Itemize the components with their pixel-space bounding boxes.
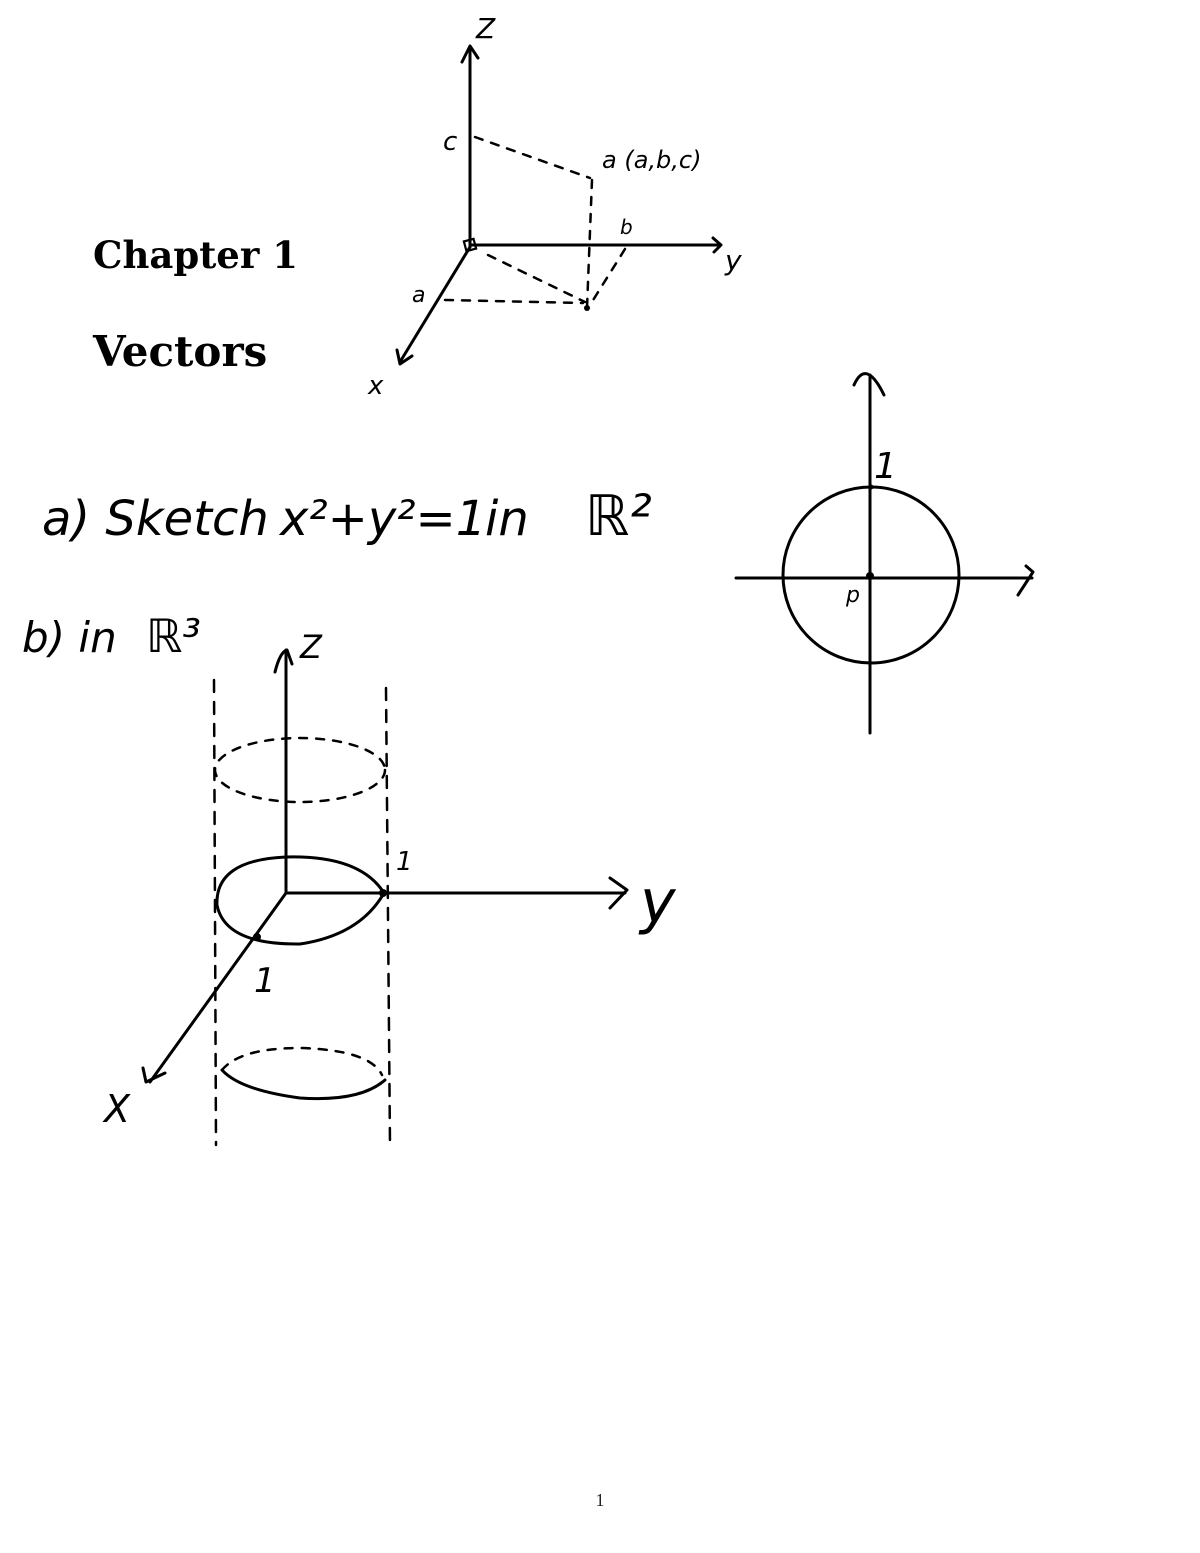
problem-a-label: a) Sketch [42, 491, 269, 547]
chapter-title: Chapter 1 [93, 233, 298, 277]
cylinder-left-edge [212, 678, 218, 1147]
tick-label-one: 1 [874, 446, 897, 487]
top-cross-section [213, 736, 387, 804]
x-axis [148, 891, 288, 1084]
problem-b-label: b) in [22, 613, 117, 662]
y-axis-label: y [638, 867, 677, 937]
bottom-cross-section-front [220, 1068, 387, 1101]
origin-point [866, 572, 874, 580]
x-coordinate-label: a [412, 283, 425, 308]
problem-a-equation: x²+y²=1 [278, 491, 486, 547]
page-number: 1 [595, 1490, 605, 1510]
z-axis-label: Z [299, 628, 323, 666]
problem-a-space: ℝ² [585, 484, 652, 549]
section-title: Vectors [93, 327, 268, 376]
top-intersection-point [868, 484, 874, 490]
x-axis-label: X [102, 1087, 131, 1131]
cylinder-right-edge [384, 686, 392, 1147]
problem-b: b) in ℝ³ [22, 609, 201, 663]
dash-c-to-point [473, 135, 592, 180]
unit-circle-cross-section [215, 855, 386, 946]
y-axis-arrowhead [711, 236, 723, 254]
bottom-cross-section-back [220, 1046, 384, 1077]
y-axis-arrowhead [608, 876, 629, 910]
figure-3d-point: Z y x c b a a (a,b,c) [367, 12, 742, 401]
z-axis-arrowhead [273, 648, 294, 674]
vertical-axis-arrowhead [852, 372, 886, 397]
figure-unit-circle: 1 p [734, 372, 1035, 735]
z-coordinate-label: c [443, 127, 457, 157]
point-label: a (a,b,c) [602, 146, 701, 174]
y-tick-label: 1 [396, 847, 413, 877]
problem-a-in: in [485, 491, 529, 547]
origin-marker [462, 237, 478, 253]
origin-label: p [845, 583, 860, 608]
projection-point [584, 305, 590, 311]
y-intersection-point [379, 889, 387, 897]
horizontal-axis-arrowhead [1016, 564, 1035, 597]
y-coordinate-label: b [620, 215, 633, 239]
x-axis [398, 245, 472, 364]
x-intersection-point [253, 933, 261, 941]
dash-point-to-floor [585, 178, 594, 310]
figure-cylinder: Z y X 1 1 [102, 628, 677, 1147]
dash-origin-to-floor [486, 253, 587, 304]
problem-a: a) Sketch x²+y²=1 in ℝ² [42, 484, 652, 549]
x-tick-label: 1 [254, 961, 276, 1001]
dash-a-to-floor [443, 298, 585, 305]
dash-b-to-floor [588, 247, 627, 307]
x-axis-arrowhead [141, 1066, 167, 1084]
x-axis-arrowhead [395, 348, 414, 366]
problem-b-space: ℝ³ [146, 609, 201, 663]
z-axis-arrowhead [460, 44, 480, 64]
x-axis-label: x [367, 371, 384, 401]
z-axis-label: Z [475, 12, 496, 45]
y-axis-label: y [724, 244, 742, 277]
